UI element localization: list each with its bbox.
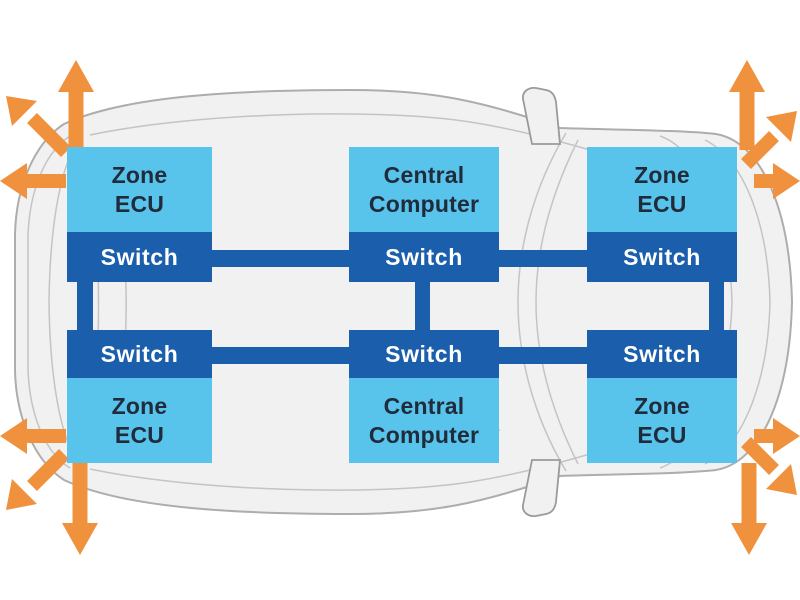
io-arrows-bottom-right — [731, 418, 800, 555]
central-computer-label-line1: Central — [383, 161, 465, 188]
zone-ecu-label-line1: Zone — [111, 161, 168, 188]
arrow-down-right-icon — [741, 437, 779, 475]
arrow-left-head-icon — [0, 163, 27, 199]
link-top-left-to-bottom-left — [77, 280, 93, 332]
switch-label: Switch — [385, 243, 463, 270]
arrow-up-head-icon — [729, 60, 765, 92]
switch-label: Switch — [100, 243, 179, 270]
switch-box-top-center: Switch — [349, 232, 499, 282]
zone-ecu-label-line1: Zone — [111, 392, 168, 419]
arrow-left-head-icon — [0, 418, 27, 454]
arrow-up-right-icon — [741, 131, 779, 169]
central-computer-label-line1: Central — [383, 392, 465, 419]
io-arrows-top-right — [729, 60, 800, 199]
zone-ecu-label-line1: Zone — [634, 392, 690, 419]
switch-label: Switch — [100, 340, 179, 367]
arrow-up-head-icon — [58, 60, 94, 92]
side-mirror-bottom — [522, 459, 561, 518]
arrow-down-head-icon — [62, 523, 98, 555]
link-bottom-left-to-bottom-center — [210, 347, 351, 364]
zone-ecu-box-bottom-left: Zone ECU — [67, 378, 212, 463]
zone-ecu-label-line1: Zone — [634, 161, 690, 188]
switch-box-bottom-left: Switch — [67, 330, 212, 378]
arrow-down-left-head-icon — [6, 479, 37, 510]
arrow-up-left-icon — [27, 113, 71, 157]
link-top-left-to-top-center — [210, 250, 351, 267]
arrow-down-head-icon — [731, 523, 767, 555]
switch-label: Switch — [623, 243, 701, 270]
central-computer-label-line2: Computer — [368, 190, 480, 217]
zone-ecu-box-top-right: Zone ECU — [587, 147, 737, 232]
arrow-down-right-head-icon — [766, 464, 797, 495]
link-top-center-to-top-right — [497, 250, 589, 267]
arrow-up-left-head-icon — [6, 96, 37, 126]
side-mirror-top — [522, 86, 561, 145]
arrow-down-left-icon — [27, 449, 69, 491]
switch-box-top-right: Switch — [587, 232, 737, 282]
central-computer-box-bottom: Central Computer — [349, 378, 499, 463]
io-arrows-bottom-left — [0, 418, 98, 555]
link-top-right-to-bottom-right — [709, 280, 724, 332]
switch-label: Switch — [385, 340, 463, 367]
arrow-right-head-icon — [773, 418, 800, 454]
zone-ecu-label-line2: ECU — [114, 190, 165, 217]
central-computer-label-line2: Computer — [368, 421, 480, 448]
zone-ecu-label-line2: ECU — [637, 190, 687, 217]
zone-ecu-label-line2: ECU — [114, 421, 165, 448]
zone-ecu-label-line2: ECU — [637, 421, 687, 448]
switch-box-bottom-right: Switch — [587, 330, 737, 378]
zone-ecu-box-top-left: Zone ECU — [67, 147, 212, 232]
switch-label: Switch — [623, 340, 701, 367]
switch-box-bottom-center: Switch — [349, 330, 499, 378]
arrow-up-right-head-icon — [766, 111, 797, 142]
link-top-center-to-bottom-center — [415, 280, 430, 332]
arrow-right-head-icon — [773, 163, 800, 199]
io-arrows-top-left — [0, 60, 94, 199]
link-bottom-center-to-bottom-right — [497, 347, 589, 364]
central-computer-box-top: Central Computer — [349, 147, 499, 232]
switch-box-top-left: Switch — [67, 232, 212, 282]
zone-ecu-box-bottom-right: Zone ECU — [587, 378, 737, 463]
